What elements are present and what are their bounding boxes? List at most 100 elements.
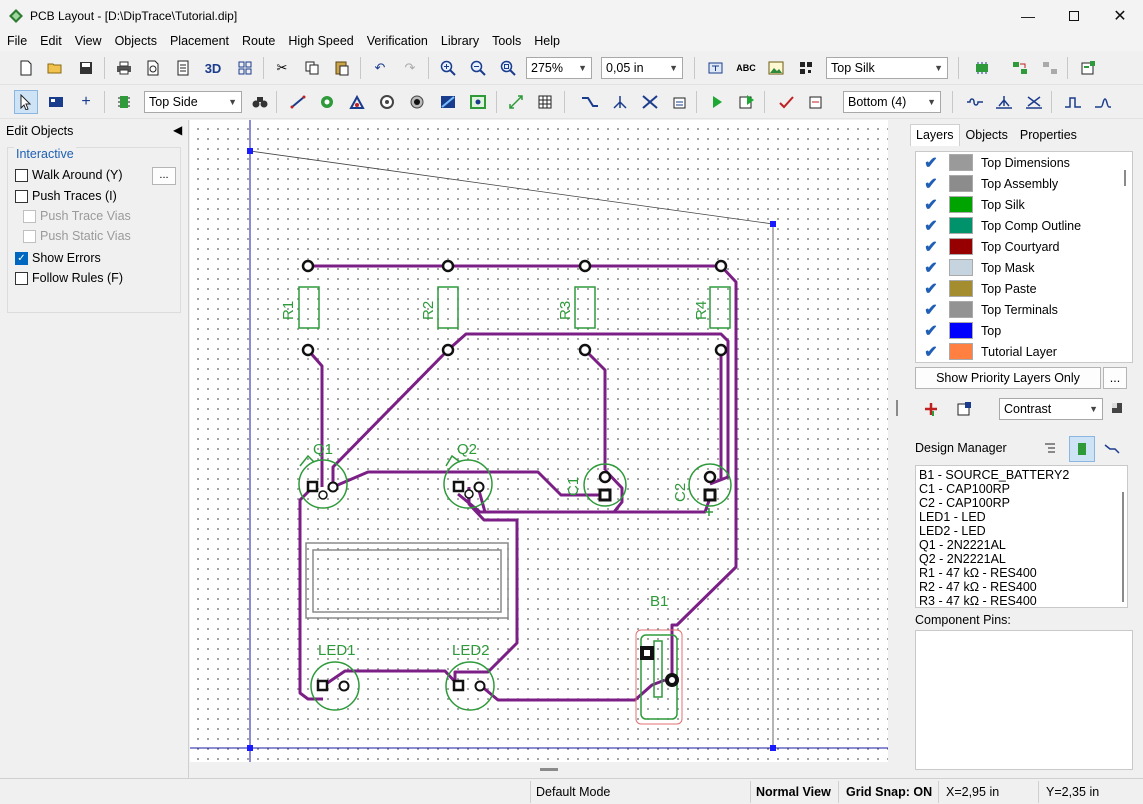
walk-around-settings-button[interactable]: ... — [152, 167, 176, 185]
push-trace-vias-option[interactable]: Push Trace Vias — [23, 209, 131, 223]
layer-options-button[interactable]: ... — [1103, 367, 1127, 389]
checkmark-icon[interactable]: ✔ — [924, 154, 938, 172]
cut-button[interactable]: ✂ — [270, 56, 294, 80]
follow-rules-option[interactable]: Follow Rules (F) — [15, 271, 123, 285]
list-item[interactable]: Q2 - 2N2221AL — [919, 552, 1006, 566]
follow-rules-checkbox[interactable] — [15, 271, 28, 285]
list-item[interactable]: R1 - 47 kΩ - RES400 — [919, 566, 1037, 580]
tab-layers[interactable]: Layers — [910, 124, 960, 146]
status-view[interactable]: Normal View — [756, 785, 831, 799]
zoom-select[interactable]: 275%▼ — [526, 57, 592, 79]
layer-row[interactable]: ✔Top — [916, 320, 1116, 341]
layer-color-swatch[interactable] — [949, 175, 973, 192]
zoom-fit-button[interactable] — [496, 56, 520, 80]
layer-row[interactable]: ✔Top Terminals — [916, 299, 1116, 320]
print-preview-button[interactable] — [141, 56, 165, 80]
layer-list[interactable]: ✔Top Dimensions✔Top Assembly✔Top Silk ✔To… — [915, 151, 1133, 363]
zoom-out-button[interactable] — [466, 56, 490, 80]
menu-view[interactable]: View — [74, 34, 102, 48]
grid-size-select[interactable]: 0,05 in▼ — [601, 57, 683, 79]
menu-file[interactable]: File — [7, 34, 28, 48]
properties-button[interactable] — [1076, 56, 1100, 80]
walk-around-option[interactable]: Walk Around (Y) — [15, 168, 123, 182]
update-disabled-button[interactable] — [1038, 56, 1062, 80]
differential-pair-button[interactable] — [992, 90, 1016, 114]
list-item[interactable]: C2 - CAP100RP — [919, 496, 1011, 510]
save-button[interactable] — [74, 56, 98, 80]
fanout-button[interactable] — [608, 90, 632, 114]
list-item[interactable]: Q1 - 2N2221AL — [919, 538, 1006, 552]
crosshair-tool-button[interactable]: + — [74, 90, 98, 114]
layer-color-swatch[interactable] — [949, 154, 973, 171]
layer-row[interactable]: ✔Top Mask — [916, 257, 1116, 278]
layer-row[interactable]: ✔Top Assembly — [916, 173, 1116, 194]
menu-high-speed[interactable]: High Speed — [288, 34, 354, 48]
dm-nets-button[interactable] — [1104, 442, 1120, 459]
list-item[interactable]: LED2 - LED — [919, 524, 986, 538]
contrast-select[interactable]: Contrast▼ — [999, 398, 1103, 420]
layer-row[interactable]: ✔Top Dimensions — [916, 152, 1116, 173]
select-tool-button[interactable] — [14, 90, 38, 114]
push-static-vias-option[interactable]: Push Static Vias — [23, 229, 131, 243]
menu-edit[interactable]: Edit — [40, 34, 62, 48]
print-button[interactable] — [112, 56, 136, 80]
walk-around-checkbox[interactable] — [15, 168, 28, 182]
layer-list-scrollbar[interactable] — [1124, 170, 1126, 186]
layer-color-swatch[interactable] — [949, 217, 973, 234]
board-outline-tool-button[interactable] — [44, 90, 68, 114]
push-trace-vias-checkbox[interactable] — [23, 209, 36, 223]
find-component-button[interactable] — [248, 90, 272, 114]
pcb-canvas[interactable]: R1 R2 R3 R4 Q1 Q2 C1 C2 LED1 LED2 B1 — [190, 120, 888, 762]
dm-components-button[interactable] — [1069, 436, 1095, 462]
board-side-select[interactable]: Top Side▼ — [144, 91, 242, 113]
length-match-button[interactable] — [963, 90, 987, 114]
drc-button[interactable] — [774, 90, 798, 114]
menu-verification[interactable]: Verification — [366, 34, 428, 48]
show-priority-layers-button[interactable]: Show Priority Layers Only — [915, 367, 1101, 389]
signal-step-button[interactable] — [1091, 90, 1115, 114]
list-scrollbar[interactable] — [1122, 492, 1124, 602]
run-autorouter-button[interactable] — [705, 90, 729, 114]
menu-tools[interactable]: Tools — [492, 34, 522, 48]
layer-color-swatch[interactable] — [949, 280, 973, 297]
copy-button[interactable] — [300, 56, 324, 80]
design-manager-list[interactable]: B1 - SOURCE_BATTERY2 C1 - CAP100RP C2 - … — [915, 465, 1128, 608]
report-button[interactable] — [171, 56, 195, 80]
tab-objects[interactable]: Objects — [965, 128, 1008, 142]
checkmark-icon[interactable]: ✔ — [924, 280, 938, 298]
qr-code-button[interactable] — [794, 56, 818, 80]
layer-color-swatch[interactable] — [949, 322, 973, 339]
layer-color-swatch[interactable] — [949, 196, 973, 213]
component-pins-list[interactable] — [915, 630, 1133, 770]
place-hole-button[interactable] — [405, 90, 429, 114]
list-item[interactable]: R2 - 47 kΩ - RES400 — [919, 580, 1037, 594]
close-button[interactable]: ✕ — [1097, 0, 1143, 31]
route-selected-button[interactable] — [735, 90, 759, 114]
route-manual-button[interactable] — [286, 90, 310, 114]
zoom-in-button[interactable] — [436, 56, 460, 80]
menu-placement[interactable]: Placement — [169, 34, 230, 48]
menu-objects[interactable]: Objects — [114, 34, 157, 48]
place-text-button[interactable] — [704, 56, 728, 80]
layer-color-swatch[interactable] — [949, 343, 973, 360]
undo-button[interactable]: ↶ — [368, 56, 392, 80]
canvas-horizontal-scrollbar[interactable] — [190, 762, 888, 778]
unroute-button[interactable] — [638, 90, 662, 114]
show-errors-option[interactable]: ✓ Show Errors — [15, 251, 101, 265]
checkmark-icon[interactable]: ✔ — [924, 301, 938, 319]
open-file-button[interactable] — [43, 56, 67, 80]
layer-color-swatch[interactable] — [949, 259, 973, 276]
add-layer-button[interactable] — [923, 401, 939, 420]
contrast-options-button[interactable] — [1111, 402, 1123, 417]
update-from-schematic-button[interactable] — [1008, 56, 1032, 80]
push-traces-option[interactable]: Push Traces (I) — [15, 189, 117, 203]
net-connectivity-check-button[interactable] — [804, 90, 828, 114]
checkmark-icon[interactable]: ✔ — [924, 259, 938, 277]
view-3d-button[interactable]: 3D — [204, 60, 222, 76]
dm-collapse-button[interactable] — [1044, 442, 1056, 457]
layer-row[interactable]: ✔Top Silk — [916, 194, 1116, 215]
text-layer-select[interactable]: Top Silk▼ — [826, 57, 948, 79]
copper-pour-button[interactable] — [436, 90, 460, 114]
fill-area-button[interactable] — [466, 90, 490, 114]
list-item[interactable]: R3 - 47 kΩ - RES400 — [919, 594, 1037, 608]
